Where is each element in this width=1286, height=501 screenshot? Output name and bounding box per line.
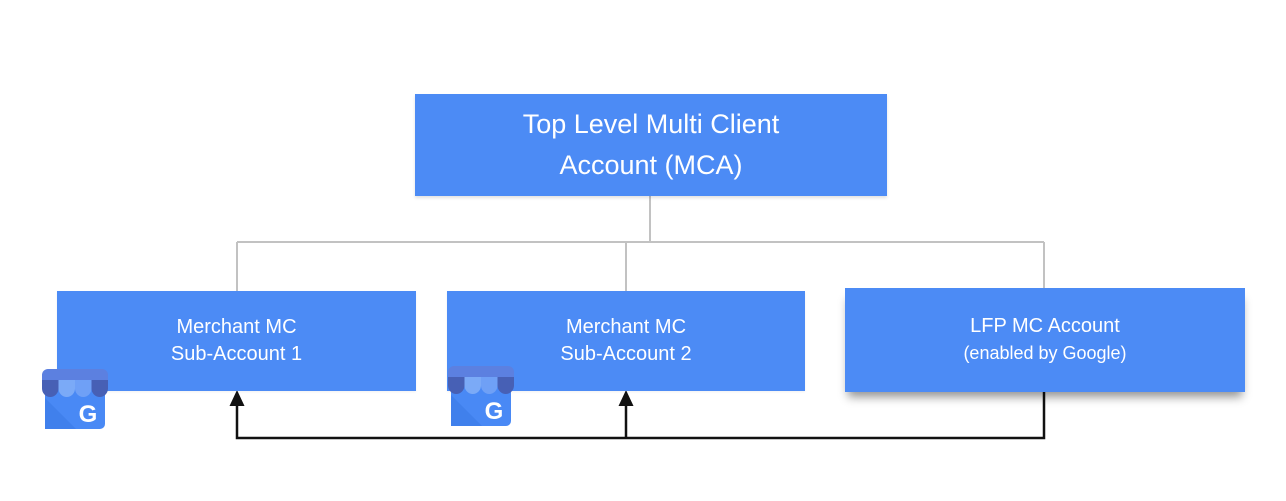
node-label-line2: Sub-Account 2 (560, 343, 692, 365)
gmb-awning-band (42, 369, 108, 380)
flow-arrowheads (229, 390, 634, 406)
node-lfp-mc-account: LFP MC Account (enabled by Google) (845, 288, 1245, 392)
gmb-awning-band (448, 366, 514, 377)
gmb-awning-stripe-4 (91, 380, 108, 397)
gmb-g-letter: G (485, 398, 504, 425)
arrowhead-sub1 (229, 390, 245, 406)
gmb-awning-stripe-1 (42, 380, 59, 397)
node-label-line1: LFP MC Account (970, 315, 1120, 337)
google-my-business-icon: G (42, 369, 108, 429)
node-label-line2: Account (MCA) (559, 150, 743, 180)
gmb-awning-stripe-2 (58, 380, 75, 397)
gmb-fold (451, 395, 482, 426)
gmb-awning-stripe-1 (448, 377, 465, 394)
gmb-fold (45, 398, 76, 429)
gmb-awning-stripe-2 (464, 377, 481, 394)
node-merchant-sub-account-1: Merchant MC Sub-Account 1 (57, 291, 416, 391)
gmb-g-letter: G (79, 401, 98, 428)
tree-connectors (236, 196, 1045, 291)
gmb-awning-stripe-3 (75, 380, 92, 397)
node-label-line1: Merchant MC (176, 316, 297, 338)
flow-connectors (235, 392, 1046, 440)
node-label-line2: (enabled by Google) (963, 343, 1127, 363)
node-label-line1: Top Level Multi Client (522, 109, 780, 139)
node-top-level-mca: Top Level Multi Client Account (MCA) (415, 94, 887, 196)
node-label-line2: Sub-Account 1 (170, 343, 303, 365)
arrowhead-sub2 (618, 390, 634, 406)
gmb-awning-stripe-4 (497, 377, 514, 394)
node-label-line1: Merchant MC (565, 316, 687, 338)
google-my-business-icon: G (448, 366, 514, 426)
gmb-awning-stripe-3 (481, 377, 498, 394)
flow-line (235, 392, 1046, 440)
